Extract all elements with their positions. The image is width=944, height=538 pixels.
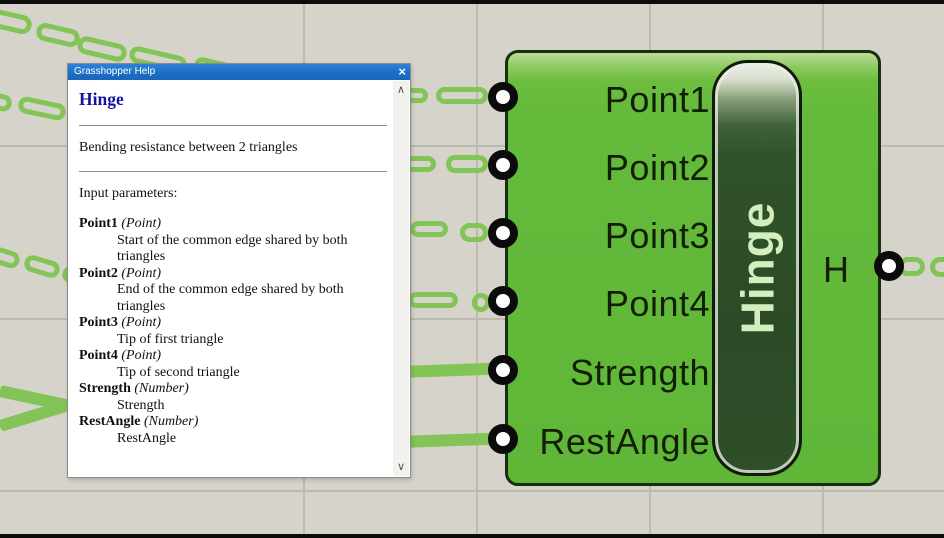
scroll-down-icon[interactable]: ∨: [396, 460, 406, 473]
letterbox-top: [0, 0, 944, 4]
canvas-gridline: [476, 0, 478, 538]
close-icon[interactable]: ×: [398, 64, 406, 79]
param-point3: Point3 (Point) Tip of first triangle: [79, 315, 387, 348]
help-titlebar[interactable]: Grasshopper Help ×: [68, 64, 410, 80]
input-label-restangle: RestAngle: [539, 421, 710, 462]
help-heading: Hinge: [79, 89, 124, 109]
param-strength: Strength (Number) Strength: [79, 381, 387, 414]
wire-dash: [460, 223, 488, 242]
input-port-point3[interactable]: [488, 218, 518, 248]
canvas-gridline: [0, 490, 944, 492]
help-content: Hinge Bending resistance between 2 trian…: [68, 80, 393, 477]
input-port-point2[interactable]: [488, 150, 518, 180]
wire-dash: [446, 155, 488, 173]
wire-dash: [34, 21, 82, 49]
wire-dash: [16, 95, 68, 122]
divider: [79, 125, 387, 126]
help-scrollbar[interactable]: ∧ ∨: [393, 81, 409, 476]
param-point1: Point1 (Point) Start of the common edge …: [79, 216, 387, 266]
param-desc: Tip of first triangle: [117, 331, 224, 347]
wire-dash: [930, 257, 944, 277]
wire-dash: [0, 88, 14, 113]
scroll-up-icon[interactable]: ∧: [396, 83, 406, 96]
input-port-point1[interactable]: [488, 82, 518, 112]
input-label-point4: Point4: [604, 283, 710, 324]
wire-dash: [472, 293, 490, 312]
canvas-gridline: [0, 145, 944, 147]
letterbox-bottom: [0, 534, 944, 538]
param-desc: Start of the common edge shared by both …: [117, 232, 348, 265]
canvas-gridline: [0, 318, 944, 320]
wire-dash: [0, 242, 22, 271]
wire-dash: [22, 253, 62, 280]
divider: [79, 171, 387, 172]
component-name-label: Hinge: [731, 201, 783, 335]
input-port-restangle[interactable]: [488, 424, 518, 454]
wire-dash: [0, 7, 34, 36]
wire-dash: [436, 87, 488, 104]
input-parameters-heading: Input parameters:: [79, 186, 178, 201]
hinge-component[interactable]: Point1 Point2 Point3 Point4 Strength Res…: [505, 50, 881, 486]
input-port-strength[interactable]: [488, 355, 518, 385]
param-desc: Tip of second triangle: [117, 364, 240, 380]
wire-dash: [75, 34, 129, 64]
param-desc: Strength: [117, 397, 165, 413]
param-point2: Point2 (Point) End of the common edge sh…: [79, 266, 387, 316]
wire-dash: [410, 221, 448, 237]
help-window-title: Grasshopper Help: [74, 66, 156, 77]
param-desc: End of the common edge shared by both tr…: [117, 282, 344, 314]
input-label-point3: Point3: [604, 215, 710, 256]
wire-dash: [408, 292, 458, 308]
input-label-strength: Strength: [569, 352, 710, 393]
output-label-h: H: [823, 249, 849, 290]
input-port-point4[interactable]: [488, 286, 518, 316]
param-point4: Point4 (Point) Tip of second triangle: [79, 348, 387, 381]
output-port-h[interactable]: [874, 251, 904, 281]
grasshopper-help-window: Grasshopper Help × Hinge Bending resista…: [67, 63, 411, 478]
component-name-pill[interactable]: Hinge: [712, 60, 802, 476]
input-label-point2: Point2: [604, 147, 710, 188]
input-label-point1: Point1: [604, 79, 710, 120]
param-desc: RestAngle: [117, 430, 177, 446]
component-description: Bending resistance between 2 triangles: [79, 140, 298, 155]
param-restangle: RestAngle (Number) RestAngle: [79, 414, 387, 447]
